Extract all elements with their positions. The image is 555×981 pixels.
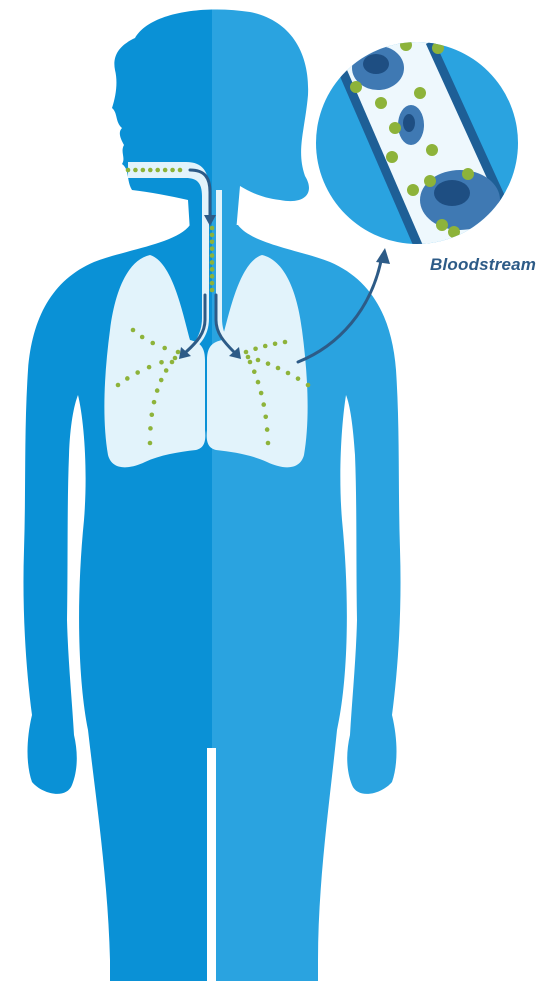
bloodstream-zoom-circle [310,39,525,250]
particle-dot [259,391,264,396]
particle-dot [125,376,130,381]
particle-dot [147,365,152,370]
particle-dot [159,360,164,365]
particle-dot [263,414,268,419]
particle-dot [152,400,157,405]
particle-dot [389,122,401,134]
particle-dot [256,358,261,363]
particle-dot [276,366,281,371]
particle-dot [135,370,140,375]
particle-dot [116,383,121,388]
particle-dot [173,356,178,361]
bloodstream-label: Bloodstream [430,255,536,275]
particle-dot [159,378,164,383]
particle-dot [148,426,153,431]
particle-dot [266,361,271,366]
connector-arrowhead [376,248,390,264]
particle-dot [306,383,311,388]
particle-dot [141,168,146,173]
particle-dot [148,168,153,173]
particle-dot [155,168,160,173]
particle-dot [350,81,362,93]
particle-dot [386,151,398,163]
particle-dot [414,87,426,99]
particle-dot [436,219,448,231]
particle-dot [248,360,253,365]
particle-dot [286,371,291,376]
particle-dot [170,360,175,365]
particle-dot [210,233,215,238]
particle-dot [149,412,154,417]
particle-dot [210,246,215,251]
particle-dot [426,144,438,156]
particle-dot [140,335,145,340]
particle-dot [210,267,215,272]
particle-dot [265,427,270,432]
particle-dot [266,441,271,446]
particle-dot [210,239,215,244]
blood-cell [398,105,424,145]
particle-dot [210,288,215,293]
leg-gap [207,748,216,981]
particle-dot [462,168,474,180]
particle-dot [244,350,249,355]
particle-dot [253,346,258,351]
particle-dot [210,274,215,279]
particle-dot [210,281,215,286]
particle-dot [162,346,167,351]
particle-dot [164,368,169,373]
particle-dot [210,260,215,265]
particle-dot [252,369,257,374]
particle-dot [246,355,251,360]
particle-dot [375,97,387,109]
particle-dot [424,175,436,187]
particle-dot [407,184,419,196]
particle-dot [210,253,215,258]
particle-dot [256,380,261,385]
particle-dot [155,388,160,393]
particle-dot [170,168,175,173]
particle-dot [283,340,288,345]
particle-dot [176,350,181,355]
particle-dot [150,341,155,346]
particle-dot [133,168,138,173]
particle-dot [263,344,268,349]
particle-dot [296,376,301,381]
particle-dot [148,441,153,446]
particle-dot [163,168,168,173]
particle-dot [273,341,278,346]
particle-dot [126,168,131,173]
particle-dot [178,168,183,173]
particle-dot [131,328,136,333]
particle-dot [261,402,266,407]
particle-dot [210,226,215,231]
